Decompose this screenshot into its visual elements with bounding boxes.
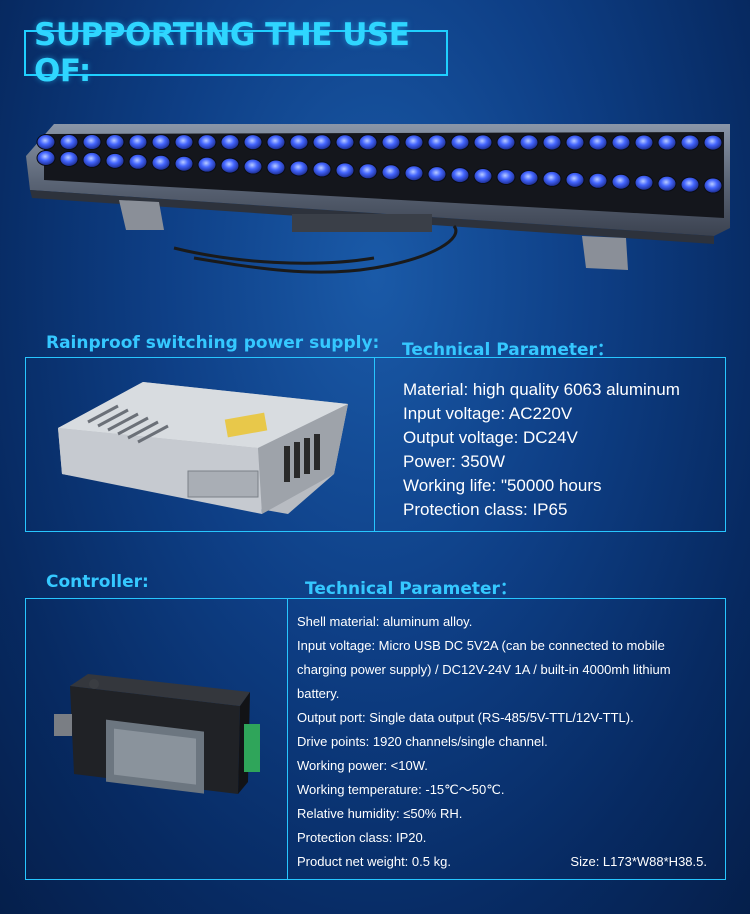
led-lens: [450, 167, 470, 184]
led-lens: [611, 173, 631, 190]
led-lens: [105, 152, 125, 169]
led-lens: [404, 165, 424, 182]
param-weight: Product net weight: 0.5 kg.: [297, 854, 451, 869]
led-lens: [496, 169, 516, 185]
param-working-life: Working life: "50000 hours: [403, 476, 602, 495]
led-lens: [657, 175, 677, 192]
led-lens: [703, 134, 723, 151]
led-lens: [473, 134, 493, 151]
led-lens: [151, 134, 171, 151]
led-lens: [358, 134, 378, 151]
param-power: Power: 350W: [403, 452, 506, 471]
param-protection: Protection class: IP65: [403, 500, 568, 519]
led-lens: [335, 162, 355, 179]
led-lens: [151, 154, 171, 171]
controller-panel: [25, 598, 726, 880]
led-lens: [611, 134, 631, 151]
led-lens: [680, 134, 700, 151]
title-box: SUPPORTING THE USE OF:: [24, 17, 448, 89]
led-lens: [657, 134, 677, 151]
led-lens: [220, 157, 240, 174]
led-lens: [59, 134, 79, 151]
power-supply-icon: [58, 382, 348, 514]
psu-params-list: Material: high quality 6063 aluminum Inp…: [403, 378, 680, 522]
panel-divider: [287, 599, 288, 879]
led-lens: [128, 134, 148, 151]
led-lens: [312, 161, 332, 178]
led-lens: [496, 134, 516, 151]
controller-params-label: Technical Parameter：: [305, 579, 517, 599]
led-lens: [266, 134, 286, 151]
weight-size-row: Product net weight: 0.5 kg. Size: L173*W…: [297, 850, 707, 874]
panel-divider: [374, 358, 375, 531]
led-lens: [312, 134, 332, 151]
param-drive-points: Drive points: 1920 channels/single chann…: [297, 734, 548, 749]
led-lens: [197, 156, 217, 173]
controller-params-list: Shell material: aluminum alloy. Input vo…: [297, 610, 717, 874]
led-lens: [335, 134, 355, 151]
led-lens: [128, 153, 148, 170]
led-lens: [381, 164, 401, 181]
led-lens: [105, 134, 125, 151]
led-lens: [243, 134, 263, 151]
led-lens: [404, 134, 424, 151]
param-protection: Protection class: IP20.: [297, 830, 427, 845]
param-output-port: Output port: Single data output (RS-485/…: [297, 710, 634, 725]
led-lens: [82, 134, 102, 151]
led-lens: [634, 174, 654, 191]
led-lens: [542, 170, 562, 187]
led-lens: [565, 171, 585, 188]
param-working-temperature: Working temperature: -15℃～50℃.: [297, 782, 505, 797]
led-lens: [565, 134, 585, 151]
led-lens: [36, 150, 56, 166]
led-lens: [519, 169, 539, 186]
led-lens: [588, 172, 608, 189]
led-lens: [473, 168, 493, 185]
param-input-voltage: Input voltage: AC220V: [403, 404, 573, 423]
led-lens: [358, 163, 378, 180]
led-lens: [634, 134, 654, 151]
param-size: Size: L173*W88*H38.5.: [570, 854, 707, 869]
page-title: SUPPORTING THE USE OF:: [34, 17, 410, 89]
psu-panel: [25, 357, 726, 532]
led-lens: [381, 134, 401, 151]
led-lens: [266, 159, 286, 176]
led-lens: [243, 158, 263, 175]
led-lens: [519, 134, 539, 151]
led-lens: [59, 150, 79, 167]
psu-label: Rainproof switching power supply:: [46, 333, 380, 353]
psu-params-label: Technical Parameter：: [402, 340, 614, 360]
led-lens: [36, 134, 56, 150]
led-lens: [542, 134, 562, 151]
param-humidity: Relative humidity: ≤50% RH.: [297, 806, 463, 821]
param-material: Material: high quality 6063 aluminum: [403, 380, 680, 399]
led-lens: [174, 134, 194, 151]
param-input-voltage: Input voltage: Micro USB DC 5V2A (can be…: [297, 638, 665, 653]
param-working-power: Working power: <10W.: [297, 758, 428, 773]
param-output-voltage: Output voltage: DC24V: [403, 428, 578, 447]
led-lens: [220, 134, 240, 151]
led-lens: [427, 134, 447, 151]
param-input-voltage-cont2: battery.: [297, 686, 340, 701]
led-lens: [174, 155, 194, 172]
param-input-voltage-cont: charging power supply) / DC12V-24V 1A / …: [297, 662, 671, 677]
led-lens: [588, 134, 608, 151]
led-lens: [289, 134, 309, 151]
led-lens: [82, 151, 102, 168]
led-lens: [289, 160, 309, 177]
led-lens: [703, 177, 723, 194]
controller-label: Controller:: [46, 572, 149, 592]
led-wall-washer-icon: [26, 124, 730, 274]
led-lens: [450, 134, 470, 151]
led-lens: [197, 134, 217, 151]
param-shell: Shell material: aluminum alloy.: [297, 614, 473, 629]
led-lens: [427, 166, 447, 183]
led-lens: [680, 176, 700, 193]
controller-icon: [54, 674, 260, 794]
